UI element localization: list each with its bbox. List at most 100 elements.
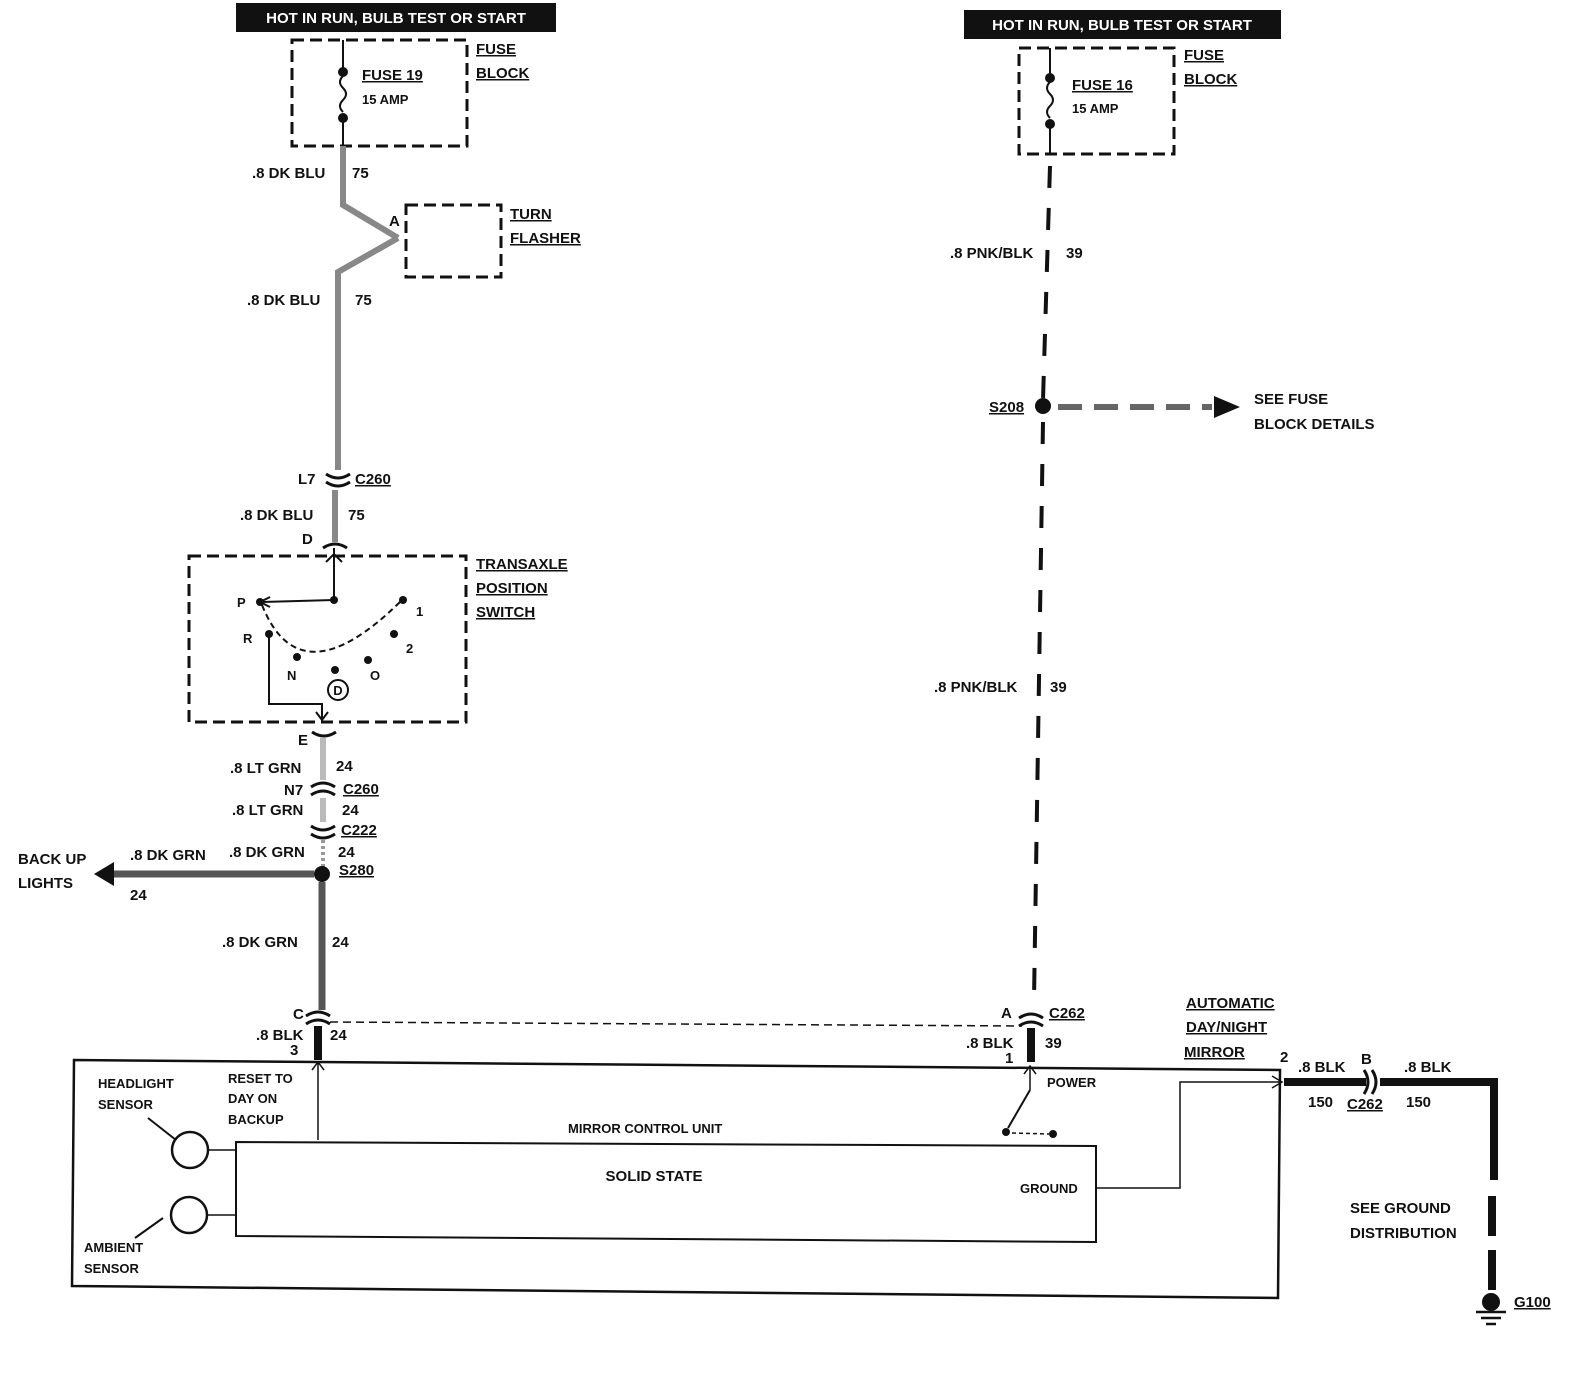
fuse-block-label-2: BLOCK: [476, 65, 529, 82]
wire-dk-blu-label-3: .8 DK BLU: [240, 507, 313, 524]
connector-c260-lower: [310, 781, 336, 797]
wire-pnk-blk-lower: [1032, 421, 1045, 1001]
wire-dk-blu-num-1: 75: [352, 165, 369, 182]
connector-c262-label-1: C262: [1049, 1005, 1085, 1022]
reset-line3: BACKUP: [228, 1112, 284, 1127]
power-switch-icon: [1007, 1089, 1031, 1129]
wire-dk-grn-num-3: 24: [332, 934, 349, 951]
ground-label-inner: GROUND: [1020, 1181, 1078, 1196]
connector-c262-label-2: C262: [1347, 1096, 1383, 1113]
turn-flasher-pin: A: [389, 213, 400, 230]
connector-c262-ground: [1362, 1069, 1378, 1095]
splice-s280: [314, 866, 330, 882]
wire-blk-num-3: 150: [1308, 1094, 1333, 1111]
wire-blk-label-3: .8 BLK: [1298, 1059, 1346, 1076]
position-o: O: [370, 668, 380, 683]
fuse-19-icon: [339, 75, 347, 113]
wire-dk-grn-num-1: 24: [338, 844, 355, 861]
splice-s280-label: S280: [339, 862, 374, 879]
transaxle-line2: POSITION: [476, 580, 548, 597]
left-banner: [236, 3, 556, 32]
transaxle-line1: TRANSAXLE: [476, 556, 568, 573]
fuse-19-rating: 15 AMP: [362, 92, 409, 107]
wire-blk-label-1: .8 BLK: [256, 1027, 304, 1044]
reset-line1: RESET TO: [228, 1071, 293, 1086]
wire-dk-grn-label-2: .8 DK GRN: [130, 847, 206, 864]
connector-c260-label-2: C260: [343, 781, 379, 798]
connector-c222-label: C222: [341, 822, 377, 839]
transaxle-line3: SWITCH: [476, 604, 535, 621]
mirror-control-unit-label: MIRROR CONTROL UNIT: [568, 1121, 722, 1136]
wire-dk-blu-upper: [340, 146, 400, 241]
turn-flasher-line1: TURN: [510, 206, 552, 223]
see-fuse-line2: BLOCK DETAILS: [1254, 416, 1375, 433]
fuse-block-19: [290, 38, 469, 148]
fuse-block-16-label-2: BLOCK: [1184, 71, 1237, 88]
wire-pnk-blk-upper: [1041, 165, 1052, 401]
position-2: 2: [406, 641, 413, 656]
ambient-sensor-icon: [169, 1195, 209, 1235]
fuse-16-name: FUSE 16: [1072, 77, 1133, 94]
connector-c260-upper: [325, 472, 351, 488]
see-fuse-arrow-icon: [1214, 396, 1240, 418]
wire-lt-grn-num-2: 24: [342, 802, 359, 819]
wire-blk-num-4: 150: [1406, 1094, 1431, 1111]
fuse-19-name: FUSE 19: [362, 67, 423, 84]
fuse-16-rating: 15 AMP: [1072, 101, 1119, 116]
left-banner-text: HOT IN RUN, BULB TEST OR START: [266, 10, 526, 27]
wire-pnk-blk-num-2: 39: [1050, 679, 1067, 696]
fuse-block-16: [1017, 46, 1176, 156]
backup-arrow-icon: [94, 862, 114, 886]
position-p: P: [237, 595, 246, 610]
wire-blk-label-2: .8 BLK: [966, 1035, 1014, 1052]
transaxle-switch: [187, 554, 468, 724]
ground-g100: G100: [1514, 1294, 1551, 1311]
see-fuse-line1: SEE FUSE: [1254, 391, 1328, 408]
wire-pnk-blk-label-1: .8 PNK/BLK: [950, 245, 1034, 262]
pin-3: 3: [290, 1042, 298, 1059]
headlight-sensor-line2: SENSOR: [98, 1097, 154, 1112]
position-d: D: [333, 683, 342, 698]
fuse-16-icon: [1046, 81, 1054, 119]
connector-n7: N7: [284, 782, 303, 799]
splice-s208: [1035, 398, 1051, 414]
position-r: R: [243, 631, 253, 646]
solid-state-box: [235, 1140, 1097, 1244]
headlight-sensor-line1: HEADLIGHT: [98, 1076, 174, 1091]
backup-lights-line2: LIGHTS: [18, 875, 73, 892]
wire-pnk-blk-label-2: .8 PNK/BLK: [934, 679, 1018, 696]
mirror-line1: AUTOMATIC: [1186, 995, 1275, 1012]
pin-2: 2: [1280, 1049, 1288, 1066]
wire-dk-blu-label-1: .8 DK BLU: [252, 165, 325, 182]
wire-lt-grn-label-2: .8 LT GRN: [232, 802, 303, 819]
power-label: POWER: [1047, 1075, 1097, 1090]
wire-lt-grn-num-1: 24: [336, 758, 353, 775]
turn-flasher: [404, 203, 503, 279]
pin-a: A: [1001, 1005, 1012, 1022]
see-ground-line1: SEE GROUND: [1350, 1200, 1451, 1217]
wire-dk-grn-num-2: 24: [130, 887, 147, 904]
right-banner-text: HOT IN RUN, BULB TEST OR START: [992, 17, 1252, 34]
pin-1: 1: [1005, 1050, 1013, 1067]
mirror-unit: [70, 1058, 1282, 1300]
wire-dk-blu-label-2: .8 DK BLU: [247, 292, 320, 309]
see-ground-line2: DISTRIBUTION: [1350, 1225, 1457, 1242]
wire-lt-grn-label-1: .8 LT GRN: [230, 760, 301, 777]
wire-dk-grn-label-1: .8 DK GRN: [229, 844, 305, 861]
mirror-line3: MIRROR: [1184, 1044, 1245, 1061]
fuse-block-16-label-1: FUSE: [1184, 47, 1224, 64]
pin-b: B: [1361, 1051, 1372, 1068]
wire-blk-label-4: .8 BLK: [1404, 1059, 1452, 1076]
position-n: N: [287, 668, 296, 683]
position-1: 1: [416, 604, 423, 619]
headlight-sensor-icon: [170, 1130, 210, 1170]
pin-d: D: [302, 531, 313, 548]
mirror-line2: DAY/NIGHT: [1186, 1019, 1267, 1036]
pin-e: E: [298, 732, 308, 749]
wire-dk-blu-num-2: 75: [355, 292, 372, 309]
ambient-sensor-line1: AMBIENT: [84, 1240, 143, 1255]
fuse-block-label-1: FUSE: [476, 41, 516, 58]
pin-c: C: [293, 1006, 304, 1023]
backup-lights-line1: BACK UP: [18, 851, 86, 868]
